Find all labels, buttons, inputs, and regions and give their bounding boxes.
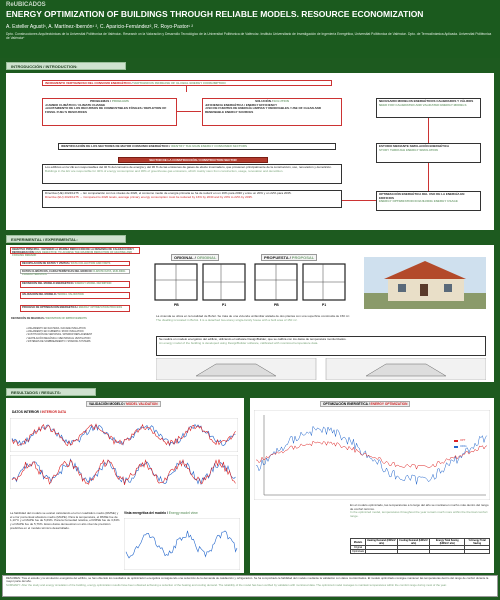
exp-step-climate: DATOS CLIMÁTICOS, CARACTERÍSTICAS DEL ED…: [20, 269, 130, 276]
table-row: Optimizado: [349, 549, 490, 554]
floor-label: PB: [174, 303, 179, 307]
project-logo: ReUBICADOS: [6, 2, 46, 8]
improvement-item: • AISLAMIENTO EN FACHADA / FACADE INSULA…: [26, 327, 86, 330]
intro-panel: INCREMENTO VERTIGINOSO DEL CONSUMO ENERG…: [6, 73, 494, 230]
arrow-right-opt: [342, 200, 376, 201]
exp-step-objective: OBJETIVO PRINCIPAL: OBTENER LA MÁXIMA RE…: [10, 247, 140, 257]
plan-description: La vivienda se ubica en la localidad de …: [156, 314, 351, 322]
arrow-right: [177, 111, 201, 112]
results-table: Modelo Heating Demand (kWh/m² año) Cooli…: [349, 538, 490, 554]
exp-step-validation: VALIDACIÓN DEL MODELO / MODEL VALIDATION: [20, 292, 130, 299]
energy-model-view-title: Vista energética del modelo / Energy mod…: [122, 511, 200, 515]
optimization-paragraph: En el modelo optimizado, las temperatura…: [350, 503, 489, 519]
solution-title: SOLUCIÓN / SOLUTION: [255, 99, 289, 103]
exp-step-model: DEFINICIÓN DEL MODELO ENERGÉTICO / ENERG…: [20, 281, 130, 288]
increment-es: INCREMENTO VERTIGINOSO DEL CONSUMO ENERG…: [45, 81, 131, 85]
optimization-temp-chart: [254, 410, 490, 500]
poster-header: ReUBICADOS ENERGY OPTIMIZATION OF BUILDI…: [0, 0, 500, 58]
improvement-item: • SISTEMAS DE SOMBREAMIENTO / SHADING SY…: [26, 339, 91, 343]
section-intro-title: INTRODUCCIÓN / INTRODUCTION:: [6, 62, 126, 70]
optimization-box: OPTIMIZACIÓN ENERGÉTICA DEL USO DE LA EN…: [376, 191, 481, 211]
model-3d-views: [156, 358, 486, 380]
summary-footer: RESUMEN: Tras el estudio y la simulación…: [2, 575, 498, 597]
section-results-title: RESULTADOS / RESULTS:: [6, 388, 96, 396]
sector-box: SECTOR DE LA CONSTRUCCIÓN / CONSTRUCTION…: [118, 157, 268, 163]
arrow-down: [186, 86, 187, 92]
validation-paragraph-es: La fiabilidad del modelo se evaluó calcu…: [10, 511, 120, 530]
original-plans-title: ORIGINAL / ORIGINAL: [171, 254, 220, 261]
simulation-box: ESTUDIO MEDIANTE SIMULACIÓN ENERGÉTICA S…: [376, 143, 481, 163]
problems-box: PROBLEMAS / PROBLEMS •CAMBIO CLIMÁTICO /…: [42, 98, 177, 126]
interior-data-title: DATOS INTERIOR / INTERIOR DATA: [10, 410, 69, 414]
arrow-down-right: [428, 118, 429, 143]
exp-step-improvements: DEFINICIÓN DE MEJORAS / DEFINITION OF IM…: [10, 317, 90, 322]
increment-box: INCREMENTO VERTIGINOSO DEL CONSUMO ENERG…: [42, 80, 332, 86]
problems-item-1: •CAMBIO CLIMÁTICO / CLIMATE CHANGE: [45, 102, 106, 107]
improvements-list: • AISLAMIENTO EN FACHADA / FACADE INSULA…: [26, 327, 141, 343]
proposal-plans-title: PROPUESTA / PROPOSAL: [261, 254, 318, 261]
section-experimental-title: EXPERIMENTAL / EXPERIMENTAL:: [6, 235, 126, 243]
floor-label: P1: [222, 303, 227, 307]
improvement-item: • AISLAMIENTO EN CUBIERTA / ROOF INSULAT…: [26, 330, 84, 334]
house-photo: [364, 257, 486, 309]
improvement-item: • SUSTITUCIÓN DE VENTANAS / WINDOW REPLA…: [26, 333, 93, 337]
directive-es: Directiva (UE) 2024/1275 → En comparació…: [45, 191, 292, 195]
summary-en: SUMMARY: After the study and energy simu…: [6, 582, 447, 587]
exp-step-data: RECOPILACIÓN DE DATOS Y VISITAS / DATA C…: [20, 261, 130, 266]
validation-humidity-chart: [10, 455, 238, 489]
solution-item-2: •USO DE FUENTES DE ENERGÍA LIMPIAS Y REN…: [205, 106, 322, 114]
validation-temp-chart: [10, 418, 238, 452]
directive-en: Directive (EU) 2024/1275 → Compared to 2…: [45, 194, 253, 199]
solution-box: SOLUCIÓN / SOLUTION •EFICIENCIA ENERGÉTI…: [202, 98, 342, 126]
optimization-panel: OPTIMIZACIÓN ENERGÉTICA / ENERGY OPTIMIZ…: [250, 398, 494, 573]
calibrated-models-box: NECESARIO MODELOS ENERGÉTICOS CALIBRADOS…: [376, 98, 481, 118]
experimental-panel: OBJETIVO PRINCIPAL: OBTENER LA MÁXIMA RE…: [6, 245, 494, 382]
authors: A. Esteller Agustí¹, A. Martínez-Ibernón…: [6, 24, 194, 30]
energy-view-panel: Vista energética del modelo / Energy mod…: [120, 510, 244, 572]
sector-text-box: Los edificios en la UE son responsables …: [42, 164, 342, 184]
problems-title: PROBLEMAS / PROBLEMS: [90, 99, 129, 103]
increment-en: VERTIGINOUS INCREASE OF GLOBAL ENERGY CO…: [133, 81, 226, 85]
poster-title: ENERGY OPTIMIZATION OF BUILDINGS THROUGH…: [6, 9, 424, 19]
solution-item-1: •EFICIENCIA ENERGÉTICA / ENERGY EFFICIEN…: [205, 102, 278, 107]
model-description: Se realiza un modelo energético del edif…: [156, 336, 486, 356]
floor-plans-drawing: [154, 263, 346, 301]
sector-text-en: Buildings in the EU are responsible for …: [45, 168, 284, 173]
legend-opt: OPT: [460, 439, 466, 442]
summary-es: RESUMEN: Tras el estudio y la simulación…: [6, 576, 489, 584]
optimization-title: OPTIMIZACIÓN ENERGÉTICA / ENERGY OPTIMIZ…: [320, 401, 411, 407]
validation-title: VALIDACIÓN MODELO / MODEL VALIDATION: [86, 401, 161, 407]
sector-text-es: Los edificios en la UE son responsables …: [45, 165, 332, 169]
directive-box: Directiva (UE) 2024/1275 → En comparació…: [42, 190, 342, 208]
identify-box: IDENTIFICACIÓN DE LOS SECTORES DE MAYOR …: [58, 143, 336, 150]
exp-step-optimization: PROCESO DE OPTIMIZACIÓN ENERGÉTICA / ENE…: [20, 305, 130, 312]
improvement-item: • VENTILACIÓN MECÁNICA / MECHANICAL VENT…: [26, 336, 91, 340]
floor-label: P1: [322, 303, 327, 307]
problems-item-2: •AGOTAMIENTO DE LOS RECURSOS DE COMBUSTI…: [45, 106, 167, 114]
affiliations: Dpto. Construcciones Arquitectónicas de …: [6, 32, 492, 40]
arrow-down-right-2: [428, 163, 429, 191]
energy-model-chart: [124, 518, 240, 570]
floor-label: PB: [274, 303, 279, 307]
legend-orig: ORIG: [460, 445, 467, 448]
